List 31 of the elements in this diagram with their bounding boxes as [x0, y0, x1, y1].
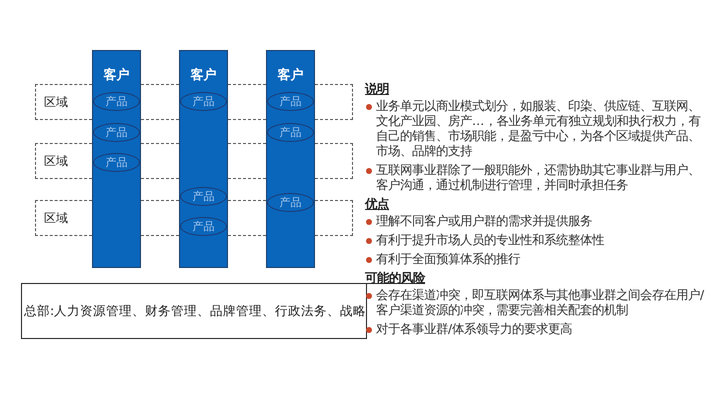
region-label: 区域: [44, 94, 68, 110]
region-band: [35, 84, 92, 120]
customer-column: [266, 50, 315, 268]
product-ellipse: 产品: [267, 92, 314, 111]
product-ellipse: 产品: [267, 193, 314, 212]
region-label: 区域: [44, 210, 68, 226]
region-band: [35, 143, 92, 179]
bullet-text: 有利于提升市场人员的专业性和系统整体性: [376, 233, 604, 247]
section-heading: 说明: [365, 82, 390, 97]
column-title: 客户: [190, 66, 218, 84]
product-ellipse: 产品: [180, 92, 227, 111]
product-ellipse: 产品: [180, 187, 227, 206]
headquarters-box: [21, 283, 367, 339]
bullet-text: 有利于全面预算体系的推行: [376, 252, 520, 266]
product-ellipse: 产品: [267, 123, 314, 142]
section-heading: 可能的风险: [365, 271, 426, 286]
region-band: [35, 200, 92, 236]
product-ellipse: 产品: [93, 153, 140, 172]
bullet-text: 业务单元以商业模式划分，如服装、印染、供应链、互联网、文化产业园、房产…，各业务单元有独立规划和执行权力，有自己的销售、市场职能，是盈亏中心，为各个区域提供产品、市场、品牌的支持: [376, 99, 700, 158]
section-heading: 优点: [365, 197, 390, 212]
product-ellipse: 产品: [93, 92, 140, 111]
customer-column: [92, 50, 141, 268]
product-ellipse: 产品: [180, 217, 227, 236]
column-title: 客户: [276, 66, 304, 84]
bullet-text: 理解不同客户或用户群的需求并提供服务: [376, 214, 592, 228]
product-ellipse: 产品: [93, 123, 140, 142]
region-label: 区域: [44, 152, 68, 170]
column-title: 客户: [102, 66, 130, 84]
headquarters-text: 总部:人力资源管理、财务管理、品牌管理、行政法务、战略: [24, 302, 366, 320]
bullet-text: 互联网事业群除了一般职能外，还需协助其它事业群与用户、客户沟通，通过机制进行管理，并同时承担任务: [376, 163, 700, 192]
customer-column: [179, 50, 228, 268]
